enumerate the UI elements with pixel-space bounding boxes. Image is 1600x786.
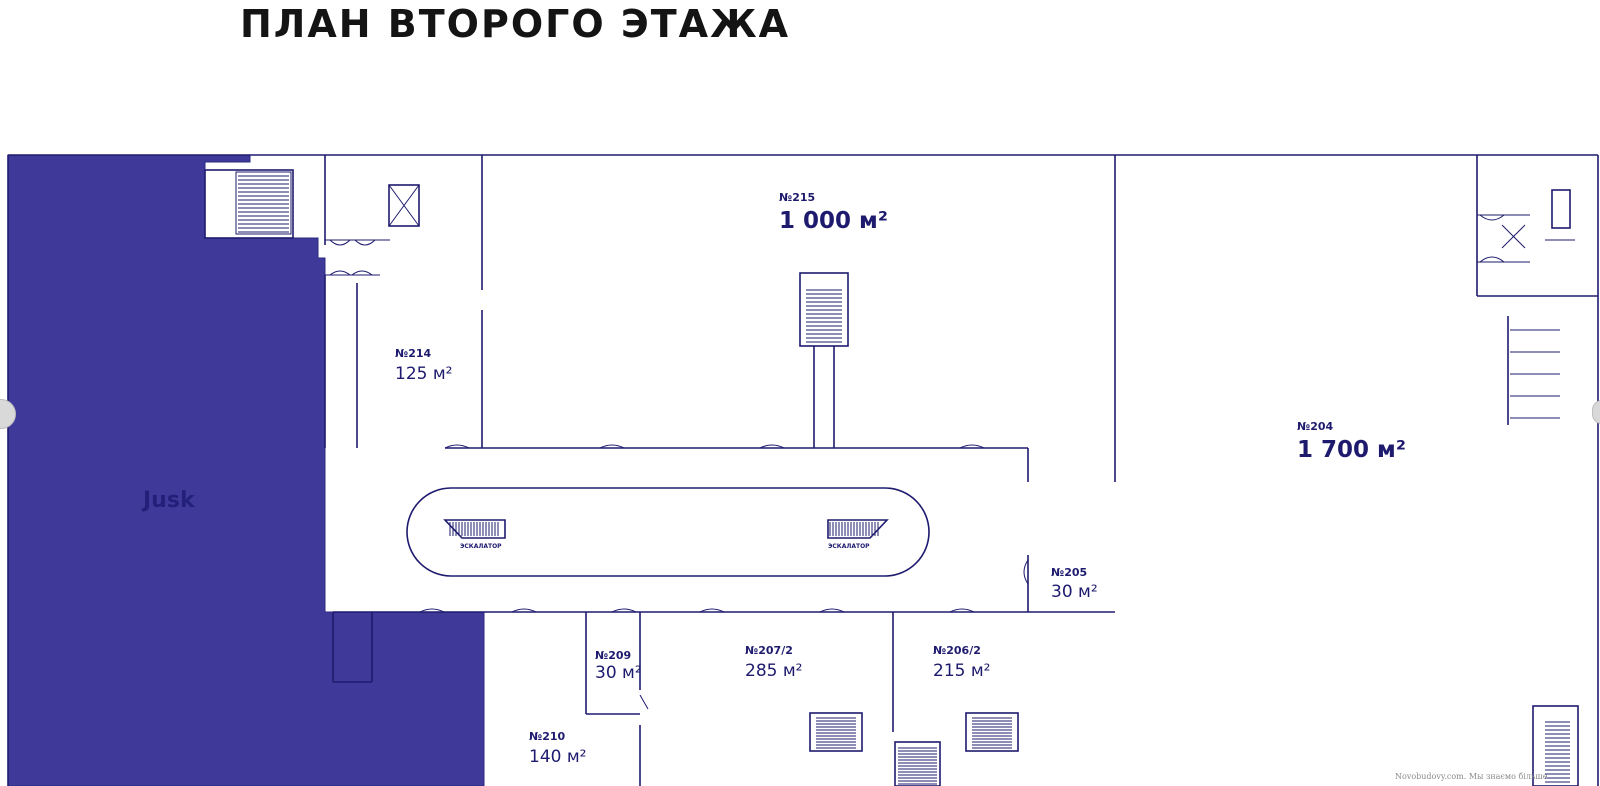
escalator-island bbox=[406, 487, 930, 577]
unit-area: 285 м² bbox=[745, 661, 803, 681]
unit-number: №214 bbox=[395, 347, 432, 360]
unit-number: №204 bbox=[1297, 420, 1334, 433]
unit-210[interactable]: №210 140 м² bbox=[529, 730, 587, 767]
unit-205[interactable]: №205 30 м² bbox=[1051, 566, 1098, 602]
page-title: ПЛАН ВТОРОГО ЭТАЖА bbox=[239, 2, 791, 46]
lower-units-walls bbox=[332, 612, 894, 786]
unit-area: 1 000 м² bbox=[779, 208, 888, 234]
escalator-left: ЭСКАЛАТОР bbox=[443, 519, 506, 550]
outer-walls bbox=[7, 154, 1599, 786]
unit-215[interactable]: №215 1 000 м² bbox=[779, 191, 888, 234]
tenant-area-jusk[interactable] bbox=[7, 154, 485, 786]
unit-area: 215 м² bbox=[933, 661, 991, 681]
unit-number: №207/2 bbox=[745, 644, 793, 657]
unit-area: 125 м² bbox=[395, 364, 453, 384]
unit-number: №205 bbox=[1051, 566, 1087, 579]
escalator-label: ЭСКАЛАТОР bbox=[460, 543, 502, 550]
escalator-label: ЭСКАЛАТОР bbox=[828, 543, 870, 550]
unit-area: 1 700 м² bbox=[1297, 437, 1406, 463]
stair-top-left bbox=[204, 169, 294, 239]
unit-205-walls bbox=[1023, 555, 1029, 612]
unit-206-2[interactable]: №206/2 215 м² bbox=[933, 644, 991, 681]
unit-215-walls bbox=[799, 155, 1116, 482]
unit-209[interactable]: №209 30 м² bbox=[595, 649, 642, 683]
right-service-block bbox=[1476, 155, 1598, 786]
unit-number: №215 bbox=[779, 191, 815, 204]
escalator-right: ЭСКАЛАТОР bbox=[827, 519, 889, 550]
stairs-bottom bbox=[809, 712, 1019, 786]
unit-area: 30 м² bbox=[595, 663, 642, 683]
unit-number: №209 bbox=[595, 649, 631, 662]
unit-204[interactable]: №204 1 700 м² bbox=[1297, 420, 1406, 463]
unit-number: №210 bbox=[529, 730, 566, 743]
unit-214[interactable]: №214 125 м² bbox=[395, 347, 453, 384]
corridor-walls bbox=[333, 444, 1115, 613]
unit-207-2[interactable]: №207/2 285 м² bbox=[745, 644, 803, 681]
unit-number: №206/2 bbox=[933, 644, 981, 657]
unit-area: 30 м² bbox=[1051, 582, 1098, 602]
watermark: Novobudovy.com. Мы знаємо більше bbox=[1395, 772, 1548, 781]
unit-214-walls bbox=[324, 155, 483, 448]
tenant-name: Jusk bbox=[141, 488, 196, 513]
unit-area: 140 м² bbox=[529, 747, 587, 767]
